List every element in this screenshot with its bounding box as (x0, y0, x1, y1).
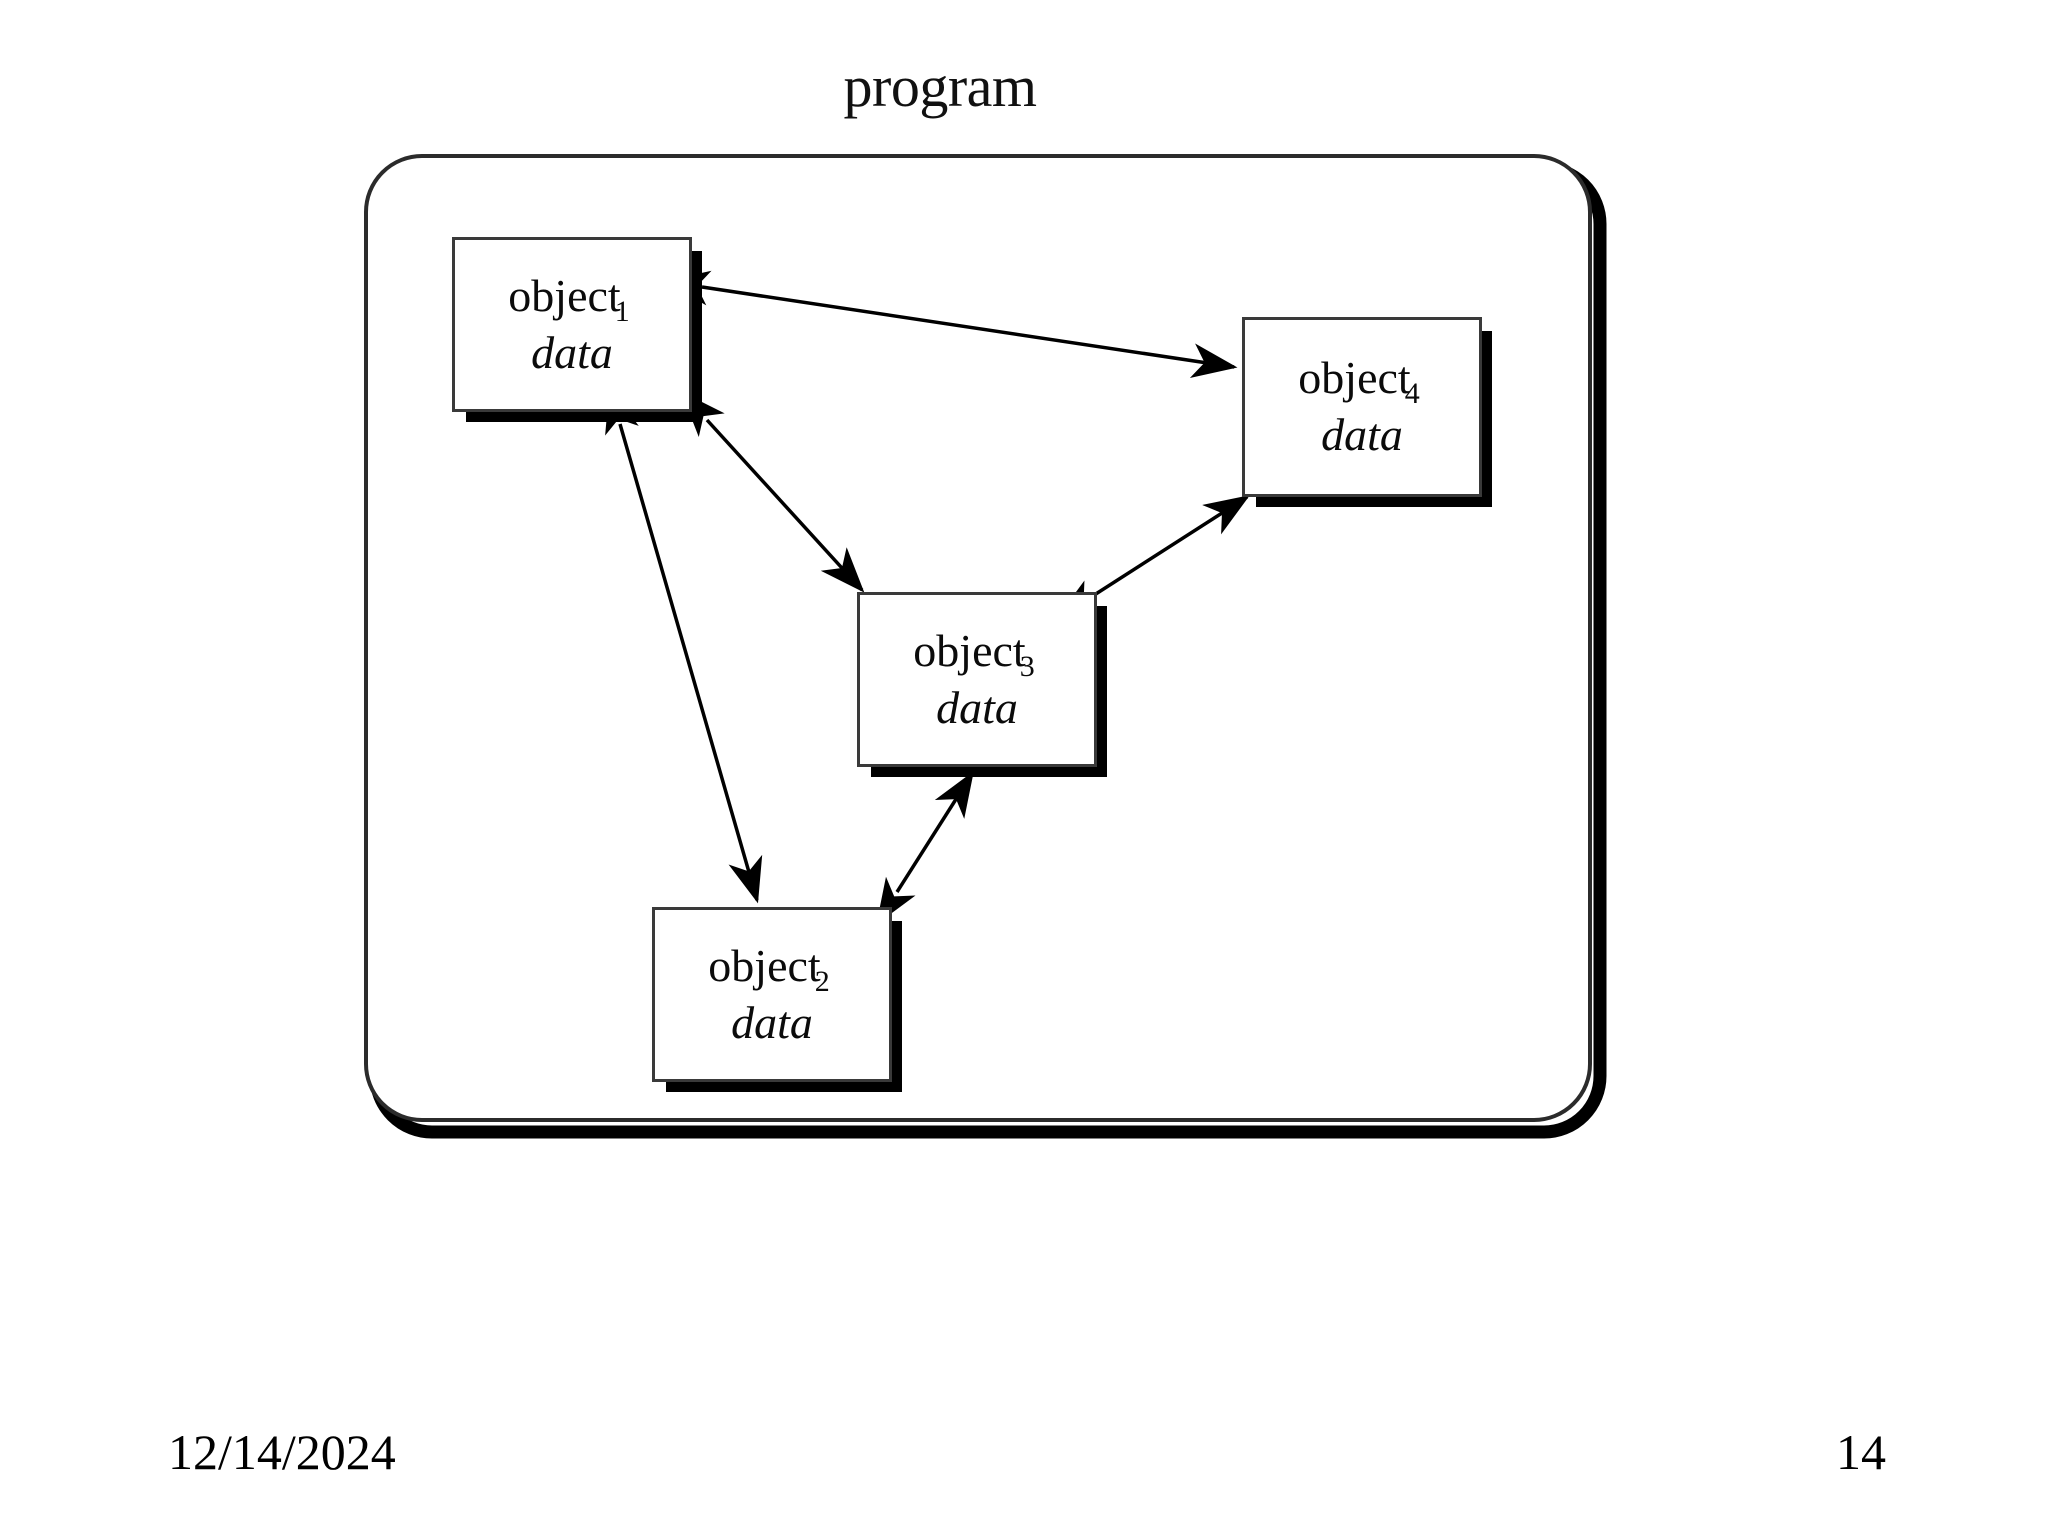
object-3-data-label: data (936, 681, 1018, 733)
object-1-name: object (508, 269, 621, 321)
object-4-data-label: data (1321, 409, 1403, 460)
object-box-2[interactable]: object2 data (652, 907, 892, 1082)
object-1-subscript: 1 (614, 294, 630, 328)
object-box-1[interactable]: object1 data (452, 237, 692, 412)
program-container: object1 data object4 data object3 data o… (362, 152, 1612, 1152)
object-1-label: object1 (508, 269, 635, 328)
object-3-subscript: 3 (1019, 649, 1035, 683)
page-title: program (843, 54, 1038, 119)
connector-object2-object3 (876, 771, 974, 925)
connector-object1-object4 (663, 270, 1238, 379)
object-box-4[interactable]: object4 data (1242, 317, 1482, 497)
object-1-data-label: data (531, 326, 613, 378)
object-2-subscript: 2 (814, 964, 830, 998)
object-4-name: object (1298, 352, 1411, 403)
object-2-label: object2 (708, 939, 835, 998)
object-2-data-label: data (731, 996, 813, 1048)
object-4-label: object4 (1298, 352, 1425, 411)
footer-page-number: 14 (1836, 1424, 1886, 1480)
connector-object1-object2 (605, 387, 763, 904)
object-3-label: object3 (913, 624, 1040, 683)
object-4-subscript: 4 (1404, 377, 1420, 410)
object-2-name: object (708, 939, 821, 991)
object-box-3[interactable]: object3 data (857, 592, 1097, 767)
footer-date: 12/14/2024 (168, 1424, 396, 1480)
connector-object3-object4 (1055, 495, 1250, 620)
object-3-name: object (913, 624, 1026, 676)
